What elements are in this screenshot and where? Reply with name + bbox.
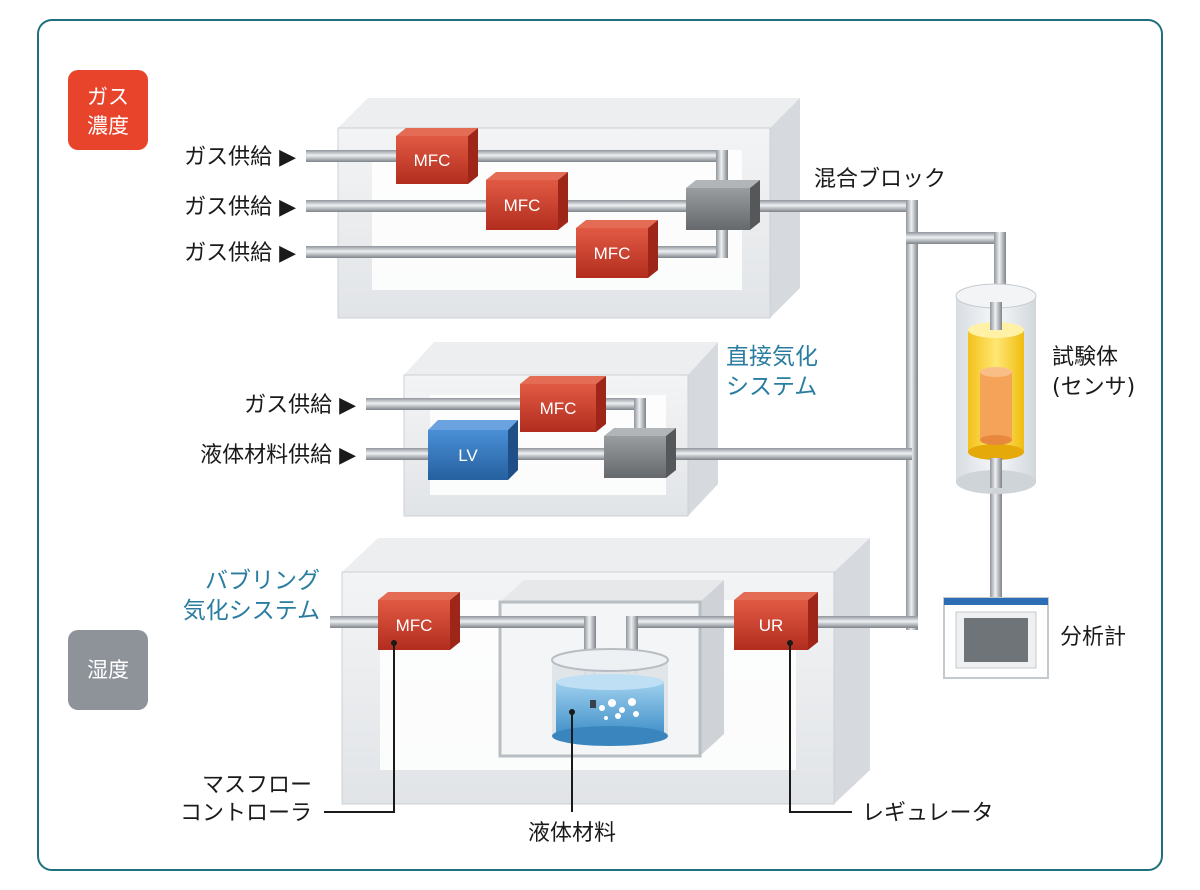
- gas-supply-label-2: ガス供給 ▶: [184, 195, 296, 220]
- regulator-label: レギュレータ: [862, 801, 994, 826]
- mfc-block-3: MFC: [576, 220, 658, 278]
- direct-vaporization-title-line2: システム: [726, 374, 817, 400]
- mfc-direct-label: MFC: [540, 399, 577, 418]
- test-specimen-label-line1: 試験体: [1052, 345, 1118, 370]
- mfc-3-label: MFC: [594, 244, 631, 263]
- bubbling-title-line1: バブリング: [205, 568, 320, 594]
- gas-supply-label-3: ガス供給 ▶: [184, 241, 296, 266]
- bubbler-tank: [551, 648, 669, 746]
- mixing-block-label: 混合ブロック: [814, 167, 946, 192]
- ur-block: UR: [734, 592, 818, 650]
- leader-lines: [324, 643, 852, 813]
- liquid-leader-dot: [569, 709, 575, 715]
- mfc-block-bubbling: MFC: [378, 592, 460, 650]
- mfc-bubbling-label: MFC: [396, 616, 433, 635]
- liquid-material-label: 液体材料: [528, 821, 616, 846]
- mass-flow-controller-label-line2: コントローラ: [180, 801, 312, 826]
- mfc-1-label: MFC: [414, 151, 451, 170]
- gas-concentration-badge-line2: 濃度: [87, 114, 129, 138]
- analyzer-device: [943, 597, 1049, 679]
- mass-flow-controller-label-line1: マスフロー: [202, 773, 312, 798]
- direct-vaporization-title-line1: 直接気化: [726, 344, 818, 370]
- humidity-badge-label: 湿度: [87, 658, 129, 682]
- lv-block: LV: [428, 420, 518, 480]
- bubbling-title-line2: 気化システム: [183, 598, 320, 624]
- pipes: [306, 150, 1006, 696]
- gas-supply-label-1: ガス供給 ▶: [184, 145, 296, 170]
- ur-leader-dot: [787, 640, 793, 646]
- gas-concentration-badge: [68, 70, 148, 150]
- mfc-block-2: MFC: [486, 172, 568, 230]
- mfc-block-direct: MFC: [520, 376, 606, 432]
- direct-gas-supply-label: ガス供給 ▶: [244, 393, 356, 418]
- mixing-block: [686, 180, 760, 230]
- ur-label: UR: [759, 616, 784, 635]
- vaporizer-block: [604, 428, 676, 478]
- liquid-supply-label: 液体材料供給 ▶: [200, 443, 356, 468]
- test-specimen-cylinder: [955, 283, 1037, 494]
- lv-label: LV: [458, 446, 478, 465]
- mfc-leader-dot: [391, 640, 397, 646]
- humidity-badge: [68, 630, 148, 710]
- test-specimen-label-line2: (センサ): [1052, 375, 1135, 400]
- mfc-block-1: MFC: [396, 128, 478, 184]
- analyzer-label: 分析計: [1060, 625, 1126, 650]
- mfc-2-label: MFC: [504, 196, 541, 215]
- gas-concentration-badge-line1: ガス: [87, 85, 129, 109]
